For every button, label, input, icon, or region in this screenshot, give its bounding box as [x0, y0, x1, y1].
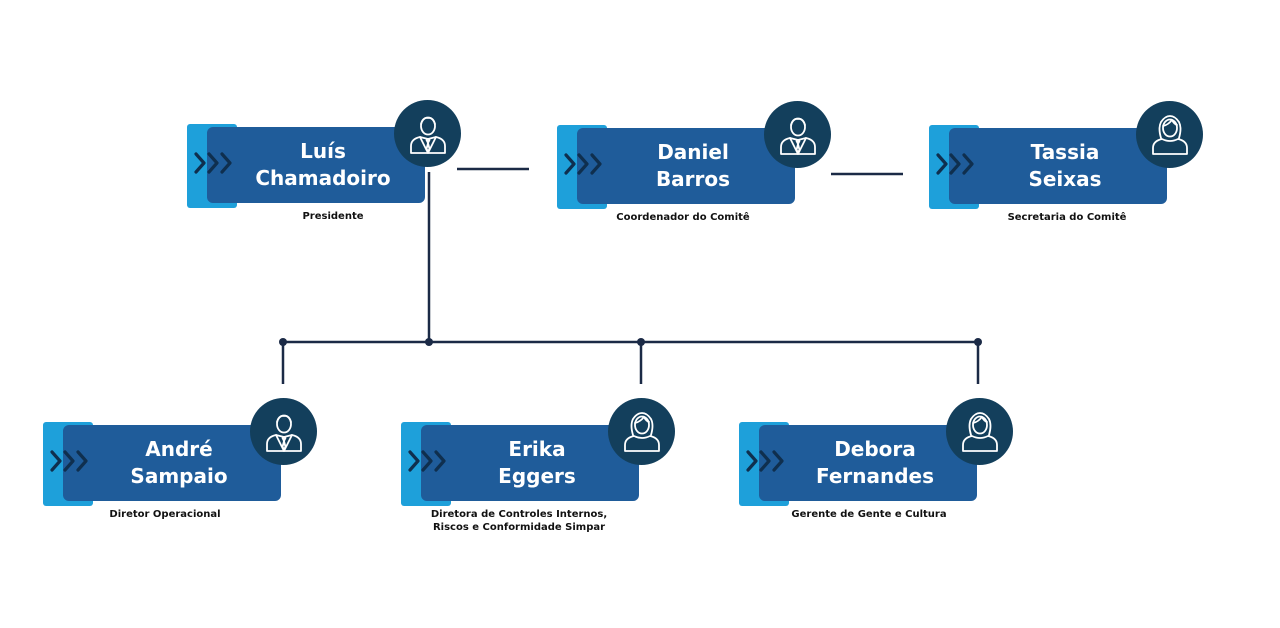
first-name: Erika: [508, 437, 566, 461]
last-name: Sampaio: [130, 464, 228, 488]
junction-dot: [974, 338, 982, 346]
female-person-icon: [961, 411, 998, 452]
triple-chevron-icon: [564, 153, 602, 175]
junction-dot: [279, 338, 287, 346]
person-name: Tassia Seixas: [965, 128, 1165, 204]
first-name: Tassia: [1030, 140, 1100, 164]
person-card-secretaria: Tassia Seixas Secretaria do Comitê: [929, 101, 1209, 235]
first-name: Debora: [834, 437, 916, 461]
first-name: Daniel: [657, 140, 729, 164]
person-name: Daniel Barros: [593, 128, 793, 204]
person-role: Coordenador do Comitê: [616, 212, 750, 223]
male-suit-icon: [779, 117, 816, 155]
female-person-icon: [1151, 114, 1188, 155]
last-name: Chamadoiro: [255, 166, 391, 190]
card-box: [421, 425, 639, 501]
last-name: Eggers: [498, 464, 576, 488]
avatar: [1136, 101, 1203, 168]
person-role: Diretor Operacional: [109, 509, 221, 520]
card-box: [577, 128, 795, 204]
triple-chevron-icon: [50, 450, 88, 472]
last-name: Fernandes: [815, 464, 935, 488]
avatar: [250, 398, 317, 465]
junction-dot: [425, 338, 433, 346]
card-box: [949, 128, 1167, 204]
male-suit-icon: [265, 414, 302, 452]
first-name: Luís: [300, 139, 346, 163]
person-card-diretor-operacional: André Sampaio Diretor Operacional: [43, 398, 323, 532]
person-card-diretora-controles: Erika Eggers Diretora de Controles Inter…: [401, 398, 681, 533]
triple-chevron-icon: [194, 152, 232, 174]
person-name: Debora Fernandes: [775, 425, 975, 501]
last-name: Barros: [655, 167, 731, 191]
card-box: [207, 127, 425, 203]
person-card-gerente-gente: Debora Fernandes Gerente de Gente e Cult…: [739, 398, 1019, 532]
avatar: [946, 398, 1013, 465]
person-name: Luís Chamadoiro: [223, 127, 423, 203]
last-name: Seixas: [1028, 167, 1102, 191]
person-card-coordenador: Daniel Barros Coordenador do Comitê: [557, 101, 837, 235]
triple-chevron-icon: [408, 450, 446, 472]
person-name: Erika Eggers: [437, 425, 637, 501]
person-name: André Sampaio: [79, 425, 279, 501]
junction-dot: [637, 338, 645, 346]
person-role: Gerente de Gente e Cultura: [791, 509, 947, 520]
person-role: Secretaria do Comitê: [1007, 212, 1127, 223]
person-card-presidente: Luís Chamadoiro Presidente: [187, 100, 467, 234]
female-person-icon: [623, 411, 660, 452]
avatar: [394, 100, 461, 167]
card-box: [63, 425, 281, 501]
triple-chevron-icon: [746, 450, 784, 472]
person-role: Presidente: [302, 211, 364, 222]
triple-chevron-icon: [936, 153, 974, 175]
male-suit-icon: [409, 116, 446, 154]
person-role: Diretora de Controles Internos, Riscos e…: [430, 509, 608, 533]
avatar: [608, 398, 675, 465]
first-name: André: [145, 437, 213, 461]
avatar: [764, 101, 831, 168]
card-box: [759, 425, 977, 501]
